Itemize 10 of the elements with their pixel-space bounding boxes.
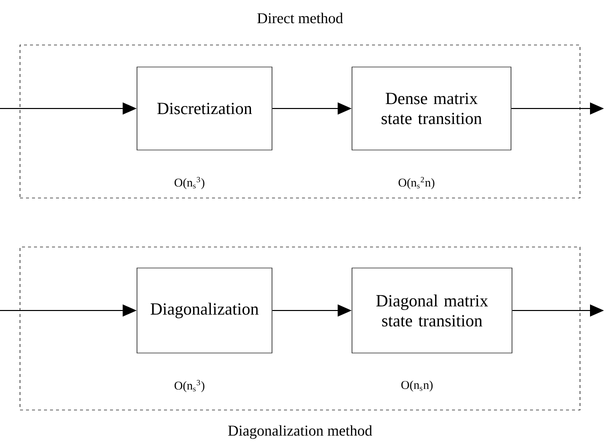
process-box: Dense matrix state transition [352,66,512,150]
group-title: Direct method [257,12,343,24]
process-box: Discretization [136,66,272,150]
complexity-label: O(n$_{s}$$^{2}$n) [398,176,434,190]
process-box: Diagonalization [136,268,272,354]
complexity-label: O(n$_{s}$$^{3}$) [174,380,204,392]
complexity-label: O(n$_{s}$$^{3}$) [174,176,204,190]
process-box: Diagonal matrix state transition [352,268,512,354]
complexity-label: O(n$_{s}$n) [401,380,433,392]
group-title: Diagonalization method [228,425,372,439]
